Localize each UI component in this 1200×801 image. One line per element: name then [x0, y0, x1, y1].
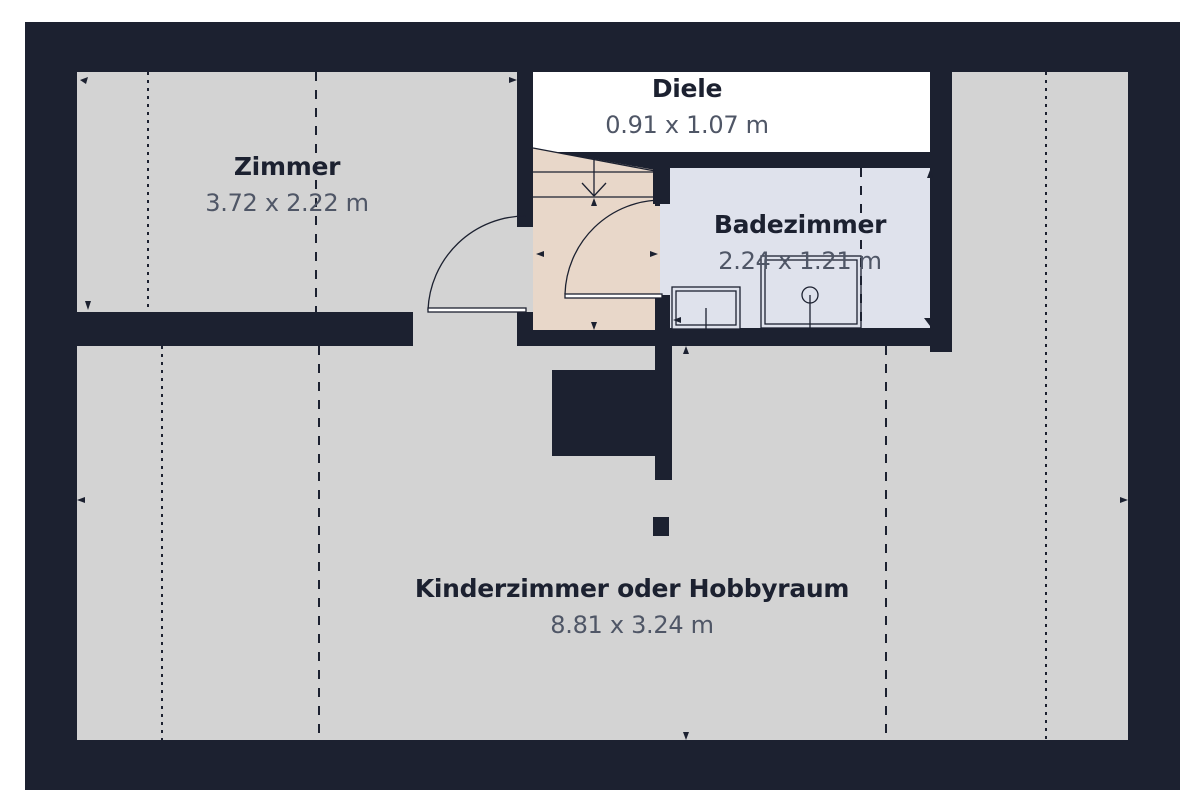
room-label-badezimmer: Badezimmer 2.24 x 1.21 m	[713, 210, 887, 275]
door-zimmer	[427, 215, 527, 313]
slope-lines	[147, 72, 1047, 740]
wall-zimmer-divider	[77, 312, 413, 346]
wall-stair-left-top	[517, 72, 533, 227]
wall-bath-bottom	[655, 328, 952, 346]
room-dimensions: 0.91 x 1.07 m	[605, 111, 769, 139]
room-diele[interactable]	[533, 72, 935, 152]
room-dimensions: 2.24 x 1.21 m	[718, 247, 882, 275]
room-kinderzimmer-strip	[952, 72, 1128, 352]
room-name: Zimmer	[233, 152, 341, 181]
room-label-diele: Diele 0.91 x 1.07 m	[605, 74, 769, 139]
room-dimensions: 8.81 x 3.24 m	[550, 611, 714, 639]
wall-bath-left-top	[653, 152, 670, 204]
room-name: Diele	[651, 74, 723, 103]
wall-bath-right	[930, 72, 952, 352]
room-dimensions: 3.72 x 2.22 m	[205, 189, 369, 217]
room-name: Badezimmer	[713, 210, 887, 239]
stair-area	[533, 148, 660, 330]
pillar	[653, 517, 669, 536]
room-name: Kinderzimmer oder Hobbyraum	[414, 574, 850, 603]
wall-stub	[655, 346, 672, 480]
door-bath	[564, 199, 663, 299]
wall-bath-top	[653, 152, 952, 168]
wall-stair-bottom	[517, 330, 667, 346]
bath-fixtures	[671, 255, 862, 330]
room-label-zimmer: Zimmer 3.72 x 2.22 m	[205, 152, 369, 217]
stair-lines	[532, 147, 656, 198]
chimney-block	[552, 370, 672, 456]
measure-arrows	[77, 77, 1128, 740]
room-label-kinderzimmer: Kinderzimmer oder Hobbyraum 8.81 x 3.24 …	[414, 574, 850, 639]
shower-fixture	[760, 255, 862, 329]
